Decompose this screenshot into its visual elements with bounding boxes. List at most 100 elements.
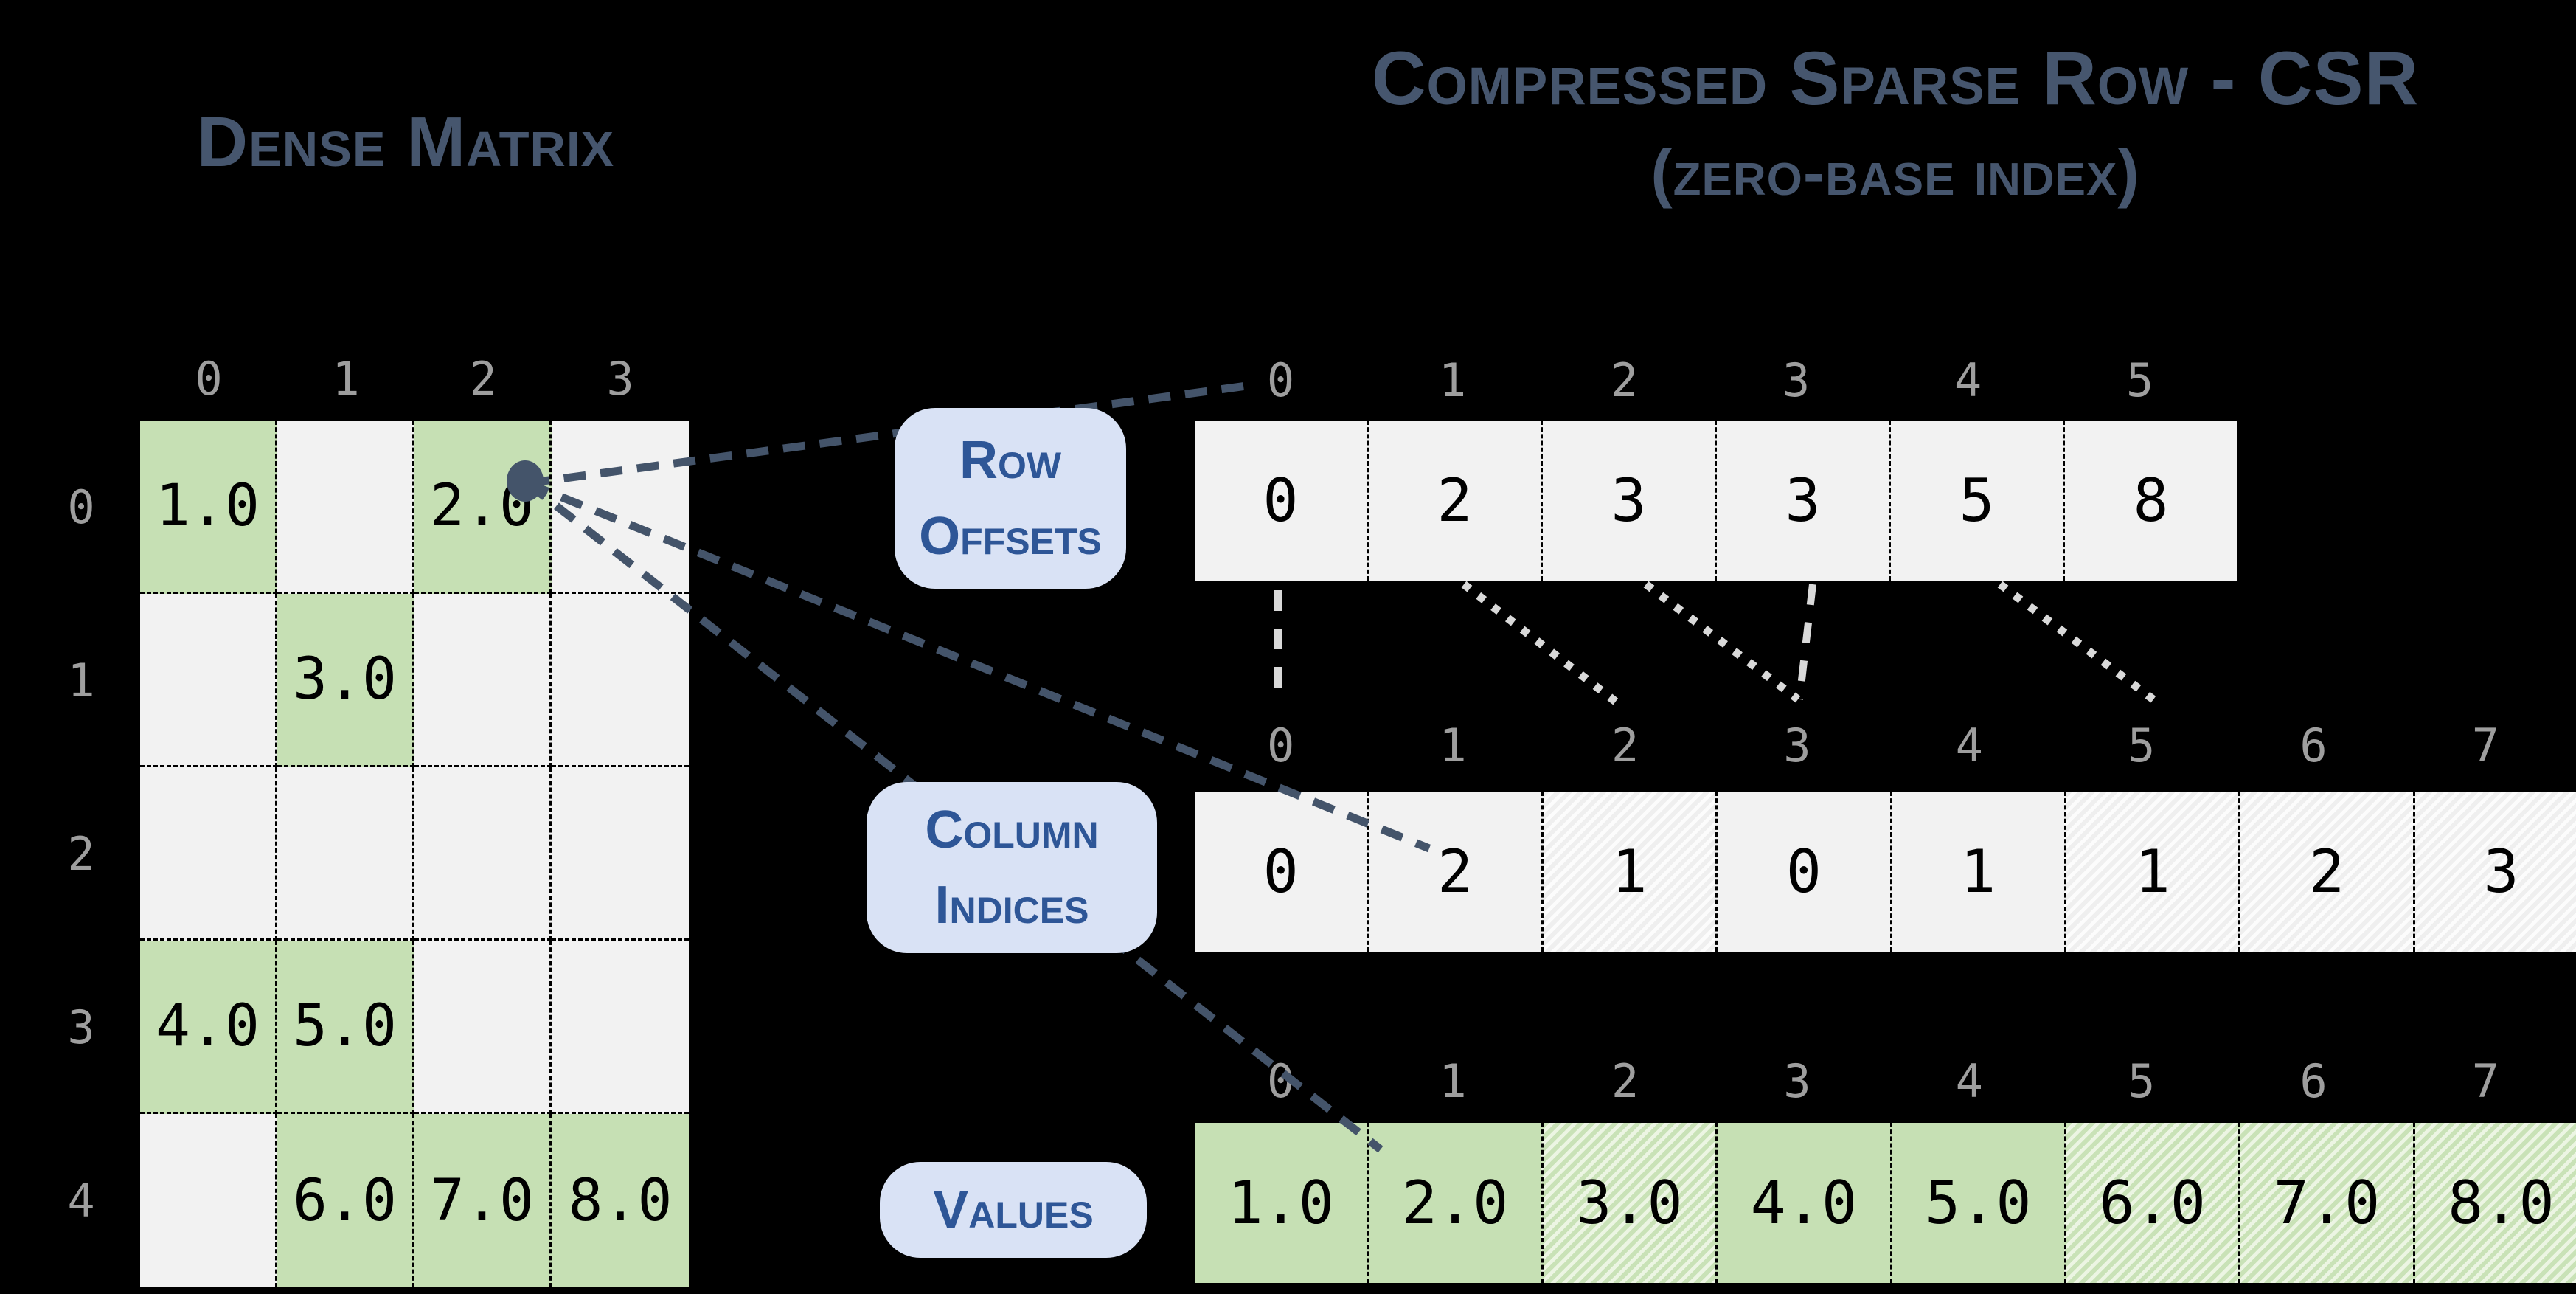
offset-link-1 (1461, 581, 1619, 706)
matrix-cell (414, 594, 552, 767)
index-label: 1 (1439, 1053, 1467, 1108)
matrix-cell: 7.0 (414, 1114, 552, 1287)
index-label: 6 (2299, 718, 2327, 772)
array-cell: 3 (2412, 792, 2576, 952)
array-cell: 8 (2063, 421, 2237, 581)
array-cell: 0 (1195, 421, 1367, 581)
index-label: 2 (1610, 353, 1639, 407)
array-cell: 2 (2238, 792, 2413, 952)
column-indices-label-line2: Indices (934, 876, 1089, 935)
index-label: 3 (1783, 1053, 1811, 1108)
matrix-cell: 8.0 (552, 1114, 689, 1287)
array-cell: 0 (1195, 792, 1367, 952)
col-index-label: 0 (195, 351, 223, 406)
csr-title: Compressed Sparse Row - CSR (1371, 36, 2420, 120)
matrix-cell: 4.0 (140, 941, 277, 1114)
array-cell: 0 (1715, 792, 1890, 952)
matrix-cell (277, 767, 414, 941)
array-cell: 7.0 (2238, 1123, 2413, 1283)
csr-title-block: Compressed Sparse Row - CSR (zero-base i… (1239, 35, 2552, 210)
index-label: 0 (1267, 718, 1295, 772)
index-label: 4 (1954, 353, 1982, 407)
matrix-cell (552, 767, 689, 941)
row-offsets-label-line2: Offsets (919, 506, 1102, 566)
offset-link-2 (1643, 581, 1801, 703)
index-label: 7 (2471, 1053, 2500, 1108)
matrix-cell (552, 421, 689, 594)
connector-dense-to-row-offsets (527, 381, 1253, 488)
index-label: 4 (1955, 1053, 1983, 1108)
row-index-label: 2 (67, 827, 95, 881)
array-cell: 1 (1541, 792, 1716, 952)
index-label: 4 (1955, 718, 1983, 772)
index-label: 2 (1611, 1053, 1639, 1108)
index-label: 5 (2127, 1053, 2156, 1108)
matrix-cell: 5.0 (277, 941, 414, 1114)
index-label: 1 (1439, 718, 1467, 772)
array-cell: 1 (1889, 792, 2064, 952)
matrix-cell (414, 767, 552, 941)
row-offsets-label: Row Offsets (895, 408, 1126, 589)
connector-dense-to-values (524, 480, 1384, 1153)
index-label: 7 (2471, 718, 2500, 772)
index-label: 3 (1782, 353, 1811, 407)
row-offsets-label-line1: Row (959, 431, 1062, 491)
array-cell: 6.0 (2063, 1123, 2239, 1283)
array-cell: 2 (1367, 792, 1541, 952)
array-cell: 1 (2063, 792, 2239, 952)
row-index-label: 0 (67, 480, 95, 534)
row-index-label: 4 (67, 1174, 95, 1228)
array-cell: 3 (1715, 421, 1889, 581)
array-cell: 5.0 (1889, 1123, 2064, 1283)
array-cell: 3.0 (1541, 1123, 1716, 1283)
matrix-cell: 3.0 (277, 594, 414, 767)
array-cell: 2.0 (1367, 1123, 1541, 1283)
dense-col-headers: 0 1 2 3 (140, 345, 689, 412)
index-label: 5 (2125, 353, 2154, 407)
col-index-label: 2 (469, 351, 497, 406)
index-label: 1 (1438, 353, 1467, 407)
index-label: 6 (2299, 1053, 2327, 1108)
highlight-dot (507, 460, 544, 502)
col-index-label: 3 (606, 351, 634, 406)
dense-matrix-title: Dense Matrix (196, 103, 615, 181)
array-cell: 1.0 (1195, 1123, 1367, 1283)
array-cell: 3 (1541, 421, 1715, 581)
index-label: 0 (1266, 353, 1295, 407)
column-indices-index-row: 0 1 2 3 4 5 6 7 (1195, 712, 2572, 778)
csr-subtitle: (zero-base index) (1650, 136, 2140, 209)
matrix-cell (414, 941, 552, 1114)
index-label: 2 (1611, 718, 1639, 772)
column-indices-label: Column Indices (867, 782, 1157, 953)
offset-link-3 (1796, 584, 1816, 700)
matrix-cell: 1.0 (140, 421, 277, 594)
matrix-cell (552, 941, 689, 1114)
array-cell: 2 (1367, 421, 1541, 581)
col-index-label: 1 (332, 351, 360, 406)
values-label-line1: Values (933, 1180, 1094, 1239)
row-offsets-index-row: 0 1 2 3 4 5 (1195, 347, 2226, 413)
matrix-cell (277, 421, 414, 594)
offset-link-4 (1997, 581, 2160, 706)
row-index-label: 3 (67, 1000, 95, 1054)
column-indices-label-line1: Column (925, 800, 1099, 859)
index-label: 3 (1783, 718, 1811, 772)
dense-row-headers: 0 1 2 3 4 (41, 421, 122, 1287)
array-cell: 5 (1889, 421, 2063, 581)
array-cell: 8.0 (2412, 1123, 2576, 1283)
row-index-label: 1 (67, 654, 95, 707)
matrix-cell (140, 594, 277, 767)
array-cell: 4.0 (1715, 1123, 1890, 1283)
values-label: Values (880, 1162, 1147, 1258)
connector-dense-to-column-indices (525, 479, 1431, 853)
matrix-cell (140, 767, 277, 941)
index-label: 5 (2127, 718, 2156, 772)
matrix-cell: 6.0 (277, 1114, 414, 1287)
matrix-cell (552, 594, 689, 767)
